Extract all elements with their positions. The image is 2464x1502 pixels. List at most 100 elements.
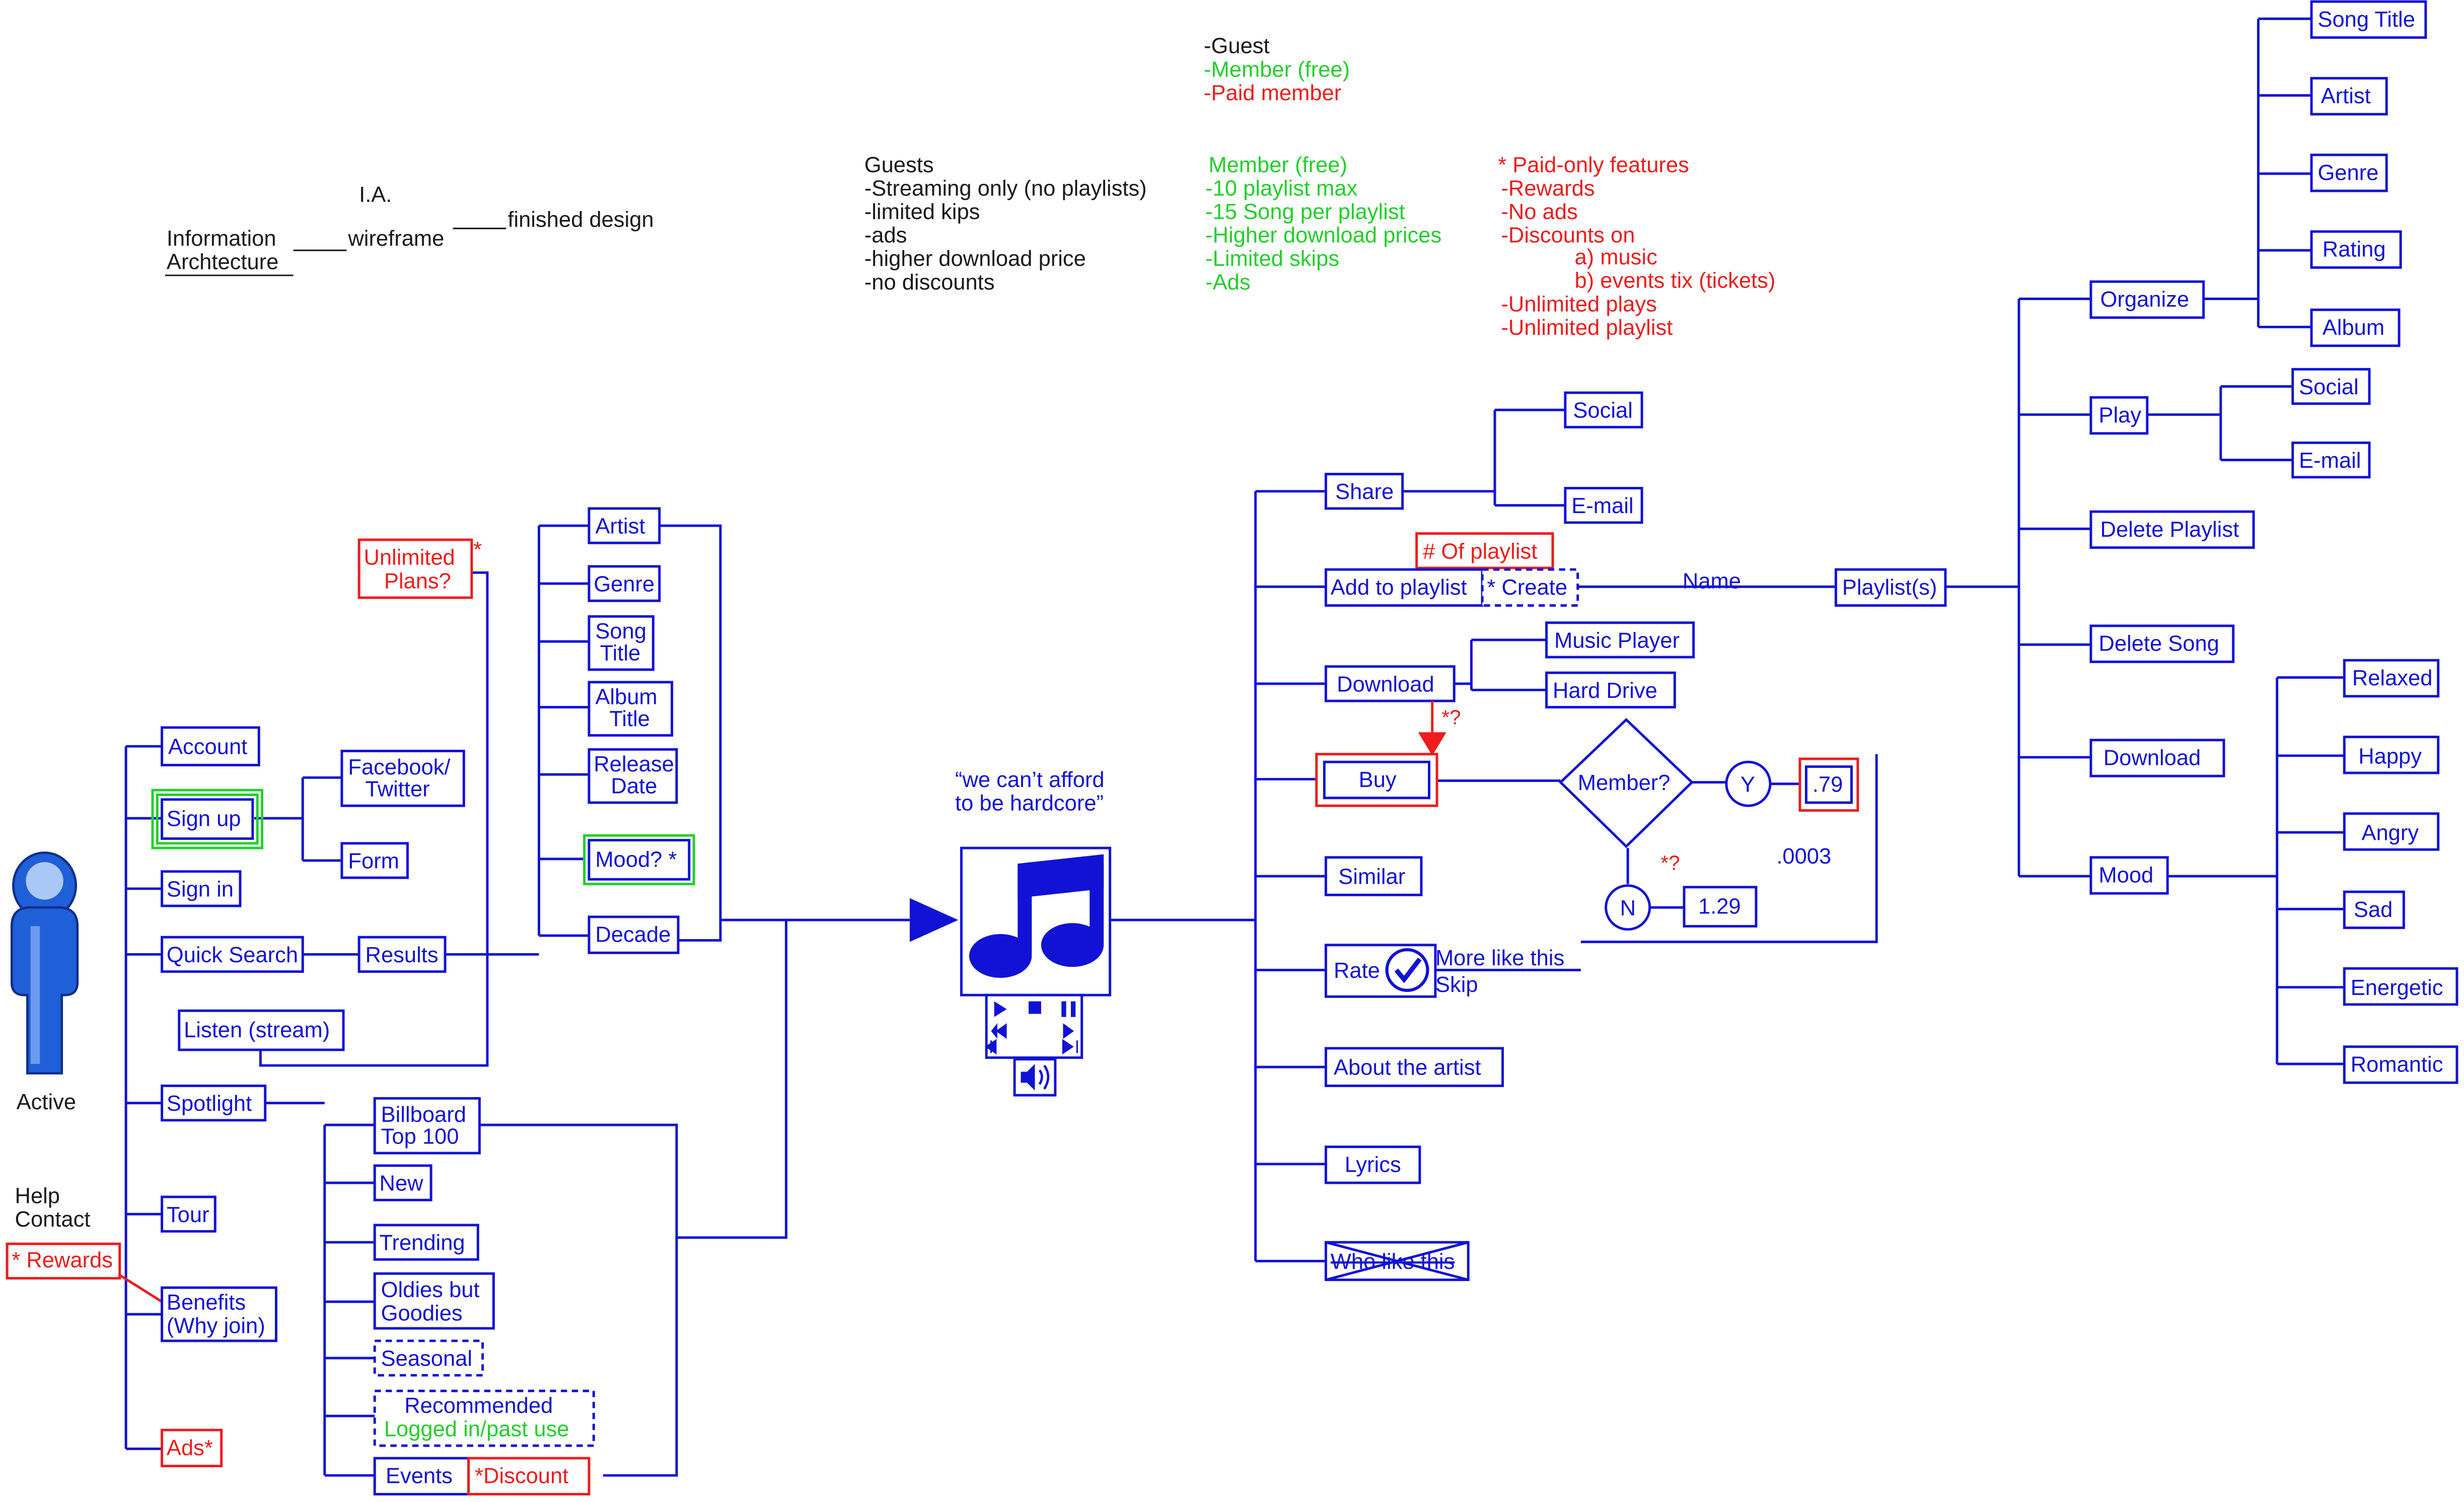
spotlight-items: Billboard Top 100 New Trending Oldies bu… [373,1097,595,1495]
play-email-node[interactable]: E-mail [2291,441,2371,479]
add-to-playlist-node[interactable]: Add to playlist [1324,568,1484,607]
song-label: Song [595,619,646,643]
new-node[interactable]: New [373,1164,432,1201]
search-album-title-node[interactable]: Album Title [588,681,674,737]
delete-playlist-node[interactable]: Delete Playlist [2089,510,2255,549]
yes-label: Y [1741,772,1755,797]
facebook-twitter-node[interactable]: Facebook/ Twitter [340,750,465,807]
ads-node[interactable]: Ads* [161,1428,223,1468]
music-player-node[interactable]: Music Player [1545,621,1695,659]
discount-label: *Discount [475,1464,568,1488]
guests-line: -ads [864,224,907,248]
mood-happy-node[interactable]: Happy [2343,736,2440,774]
checkmark-icon[interactable] [1385,948,1429,992]
events-label: Events [386,1464,453,1488]
seasonal-node[interactable]: Seasonal [373,1339,484,1377]
delete-playlist-label: Delete Playlist [2100,518,2239,542]
unlimited-plans-node[interactable]: Unlimited Plans? * [357,538,482,599]
mood-energetic-node[interactable]: Energetic [2343,967,2458,1006]
play-social-node[interactable]: Social [2291,368,2371,405]
skip-label[interactable]: Skip [1435,973,1478,997]
sign-in-node[interactable]: Sign in [161,870,242,907]
sign-up-node[interactable]: Sign up [151,789,263,849]
contact-link[interactable]: Contact [15,1207,91,1232]
listen-stream-node[interactable]: Listen (stream) [178,1009,345,1051]
oldies-node[interactable]: Oldies but Goodies [373,1272,495,1330]
search-genre-node[interactable]: Genre [588,565,661,602]
pause-icon[interactable] [1061,1001,1066,1017]
download-node[interactable]: Download [1324,665,1456,702]
music-note-icon [969,854,1104,978]
play-icon[interactable] [994,1001,1007,1017]
skip-forward-icon[interactable] [1062,1039,1078,1055]
rewards-node[interactable]: * Rewards [12,1248,113,1272]
num-playlist-label: # Of playlist [1423,539,1537,563]
organize-genre-node[interactable]: Genre [2310,154,2388,192]
rewind-icon[interactable] [991,1023,1007,1039]
search-artist-node[interactable]: Artist [588,507,661,544]
lyrics-node[interactable]: Lyrics [1324,1146,1421,1184]
mood-relaxed-node[interactable]: Relaxed [2343,659,2440,698]
tour-node[interactable]: Tour [161,1195,216,1233]
spotlight-label: Spotlight [167,1092,252,1116]
search-release-date-node[interactable]: Release Date [588,748,678,804]
account-node[interactable]: Account [161,726,260,766]
mood-sad-node[interactable]: Sad [2343,890,2405,929]
share-email-node[interactable]: E-mail [1564,486,1643,524]
fast-forward-icon[interactable] [1063,1023,1074,1039]
search-mood-node[interactable]: Mood? * [583,834,695,886]
player-controls[interactable] [985,993,1083,1059]
benefits-node[interactable]: Benefits (Why join) [161,1286,277,1342]
share-social-node[interactable]: Social [1564,391,1643,428]
recommended-node[interactable]: Recommended Logged in/past use [373,1389,595,1447]
search-decade-node[interactable]: Decade [588,915,680,954]
finished-design-label: finished design [508,208,654,232]
rate-node[interactable]: Rate [1324,944,1437,998]
mood-romantic-node[interactable]: Romantic [2343,1045,2458,1084]
quote-line-1: “we can’t afford [955,768,1105,792]
about-artist-node[interactable]: About the artist [1324,1047,1504,1087]
account-label: Account [168,735,247,759]
hard-drive-node[interactable]: Hard Drive [1545,671,1676,708]
organize-song-title-node[interactable]: Song Title [2310,0,2427,39]
skip-back-icon[interactable] [985,1039,997,1055]
play-node[interactable]: Play [2089,396,2149,435]
stop-icon[interactable] [1029,1001,1041,1014]
similar-node[interactable]: Similar [1324,856,1423,896]
paid-line: -Discounts on [1501,224,1635,248]
create-node[interactable]: * Create [1481,568,1579,607]
form-node[interactable]: Form [340,842,409,879]
organize-album-node[interactable]: Album [2310,308,2401,347]
playlist-download-node[interactable]: Download [2089,739,2225,777]
playlists-node[interactable]: Playlist(s) [1834,568,1947,607]
spotlight-node[interactable]: Spotlight [161,1084,267,1122]
volume-icon[interactable] [1013,1058,1057,1097]
title-label: Title [609,707,650,731]
search-mood-label: Mood? * [595,847,677,872]
quick-search-node[interactable]: Quick Search [161,936,304,973]
events-node[interactable]: Events *Discount [373,1457,591,1495]
who-like-this-node[interactable]: Who like this [1324,1241,1470,1281]
help-link[interactable]: Help [15,1184,60,1208]
organize-rating-node[interactable]: Rating [2310,230,2402,269]
user-icon [10,851,79,1075]
organize-node[interactable]: Organize [2089,280,2205,319]
guests-line: -no discounts [864,270,995,295]
share-social-label: Social [1573,399,1632,423]
delete-song-node[interactable]: Delete Song [2089,624,2235,663]
mood-angry-node[interactable]: Angry [2343,812,2440,851]
share-node[interactable]: Share [1324,473,1404,510]
buy-node[interactable]: Buy [1315,753,1438,807]
trending-node[interactable]: Trending [373,1224,479,1261]
member-line: -Limited skips [1205,247,1339,271]
more-like-this-label[interactable]: More like this [1435,946,1564,970]
playlist-mood-node[interactable]: Mood [2089,856,2169,895]
search-song-title-node[interactable]: Song Title [588,615,655,671]
paid-line: -Unlimited playlist [1501,316,1673,340]
download-arrow: *? [1418,701,1461,756]
billboard-node[interactable]: Billboard Top 100 [373,1097,481,1155]
results-node[interactable]: Results [357,936,447,973]
mood-sad-label: Sad [2354,898,2393,922]
archtecture-label: Archtecture [167,250,278,274]
organize-artist-node[interactable]: Artist [2310,77,2388,116]
